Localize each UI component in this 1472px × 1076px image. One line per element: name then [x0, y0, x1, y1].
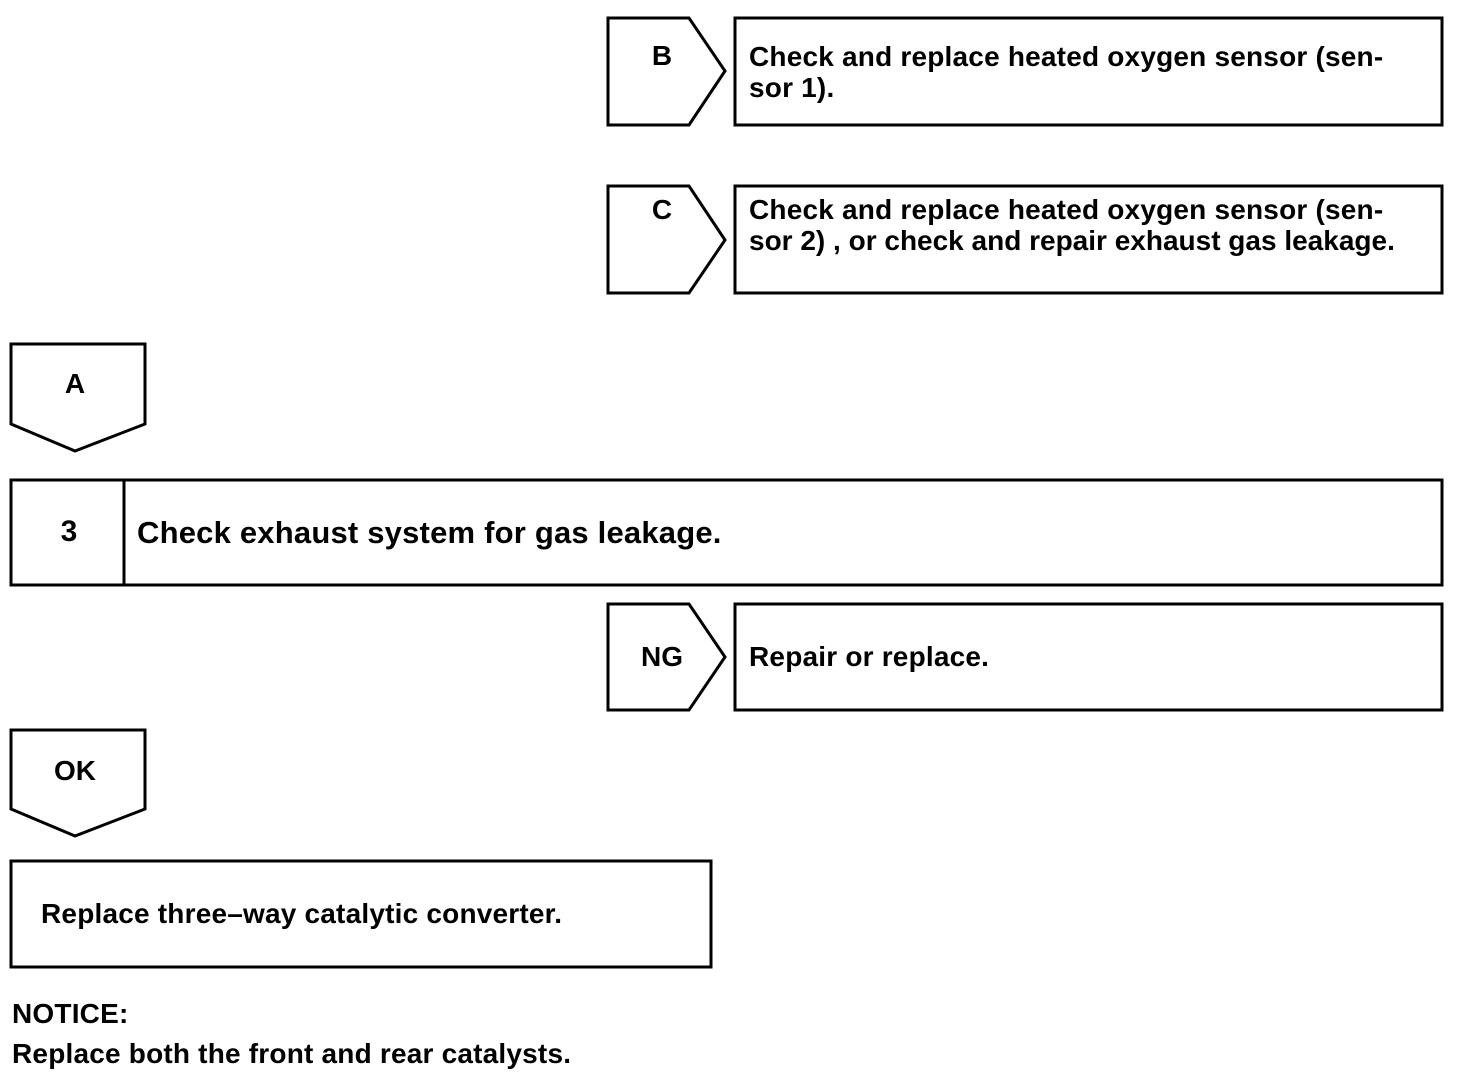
- step-title: Check exhaust system for gas leakage.: [137, 515, 722, 550]
- branch-c-action-box: [733, 184, 1444, 295]
- branch-ok-down-arrow: [9, 728, 147, 838]
- branch-c-arrow: [606, 184, 727, 295]
- branch-ng-action: Repair or replace.: [749, 641, 990, 672]
- branch-c-action-line2: sor 2) , or check and repair exhaust gas…: [749, 225, 1395, 256]
- branch-b-arrow: [606, 16, 727, 127]
- branch-ok-label: OK: [54, 755, 96, 786]
- notice-text: Replace both the front and rear catalyst…: [12, 1038, 572, 1069]
- branch-a-label: A: [64, 368, 86, 399]
- notice-heading: NOTICE:: [12, 998, 129, 1029]
- final-action-box: [9, 859, 713, 969]
- branch-ng-arrow: [606, 602, 727, 712]
- branch-ng-label: NG: [641, 641, 683, 672]
- branch-b-action-line2: sor 1).: [749, 72, 835, 103]
- branch-b-action-line1: Check and replace heated oxygen sensor (…: [749, 41, 1384, 72]
- step-3-box: [9, 478, 1444, 587]
- branch-c-action-line1: Check and replace heated oxygen sensor (…: [749, 194, 1384, 225]
- branch-b-label: B: [651, 40, 673, 71]
- branch-c-label: C: [651, 194, 673, 225]
- step-number: 3: [60, 515, 78, 548]
- branch-ng-action-box: [733, 602, 1444, 712]
- final-action-text: Replace three–way catalytic converter.: [41, 898, 563, 929]
- branch-b-action-box: [733, 16, 1444, 127]
- branch-a-down-arrow: [9, 342, 147, 453]
